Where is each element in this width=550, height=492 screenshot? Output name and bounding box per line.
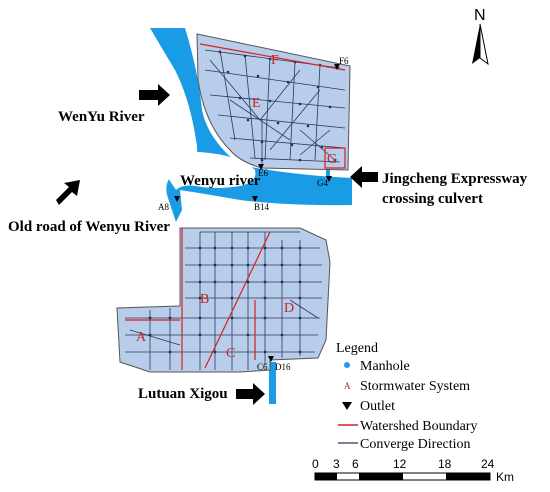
- outlet-label-c6: C6: [257, 362, 268, 372]
- label-wenyu-river-main: WenYu River: [58, 109, 145, 125]
- scale-tick-6: 6: [352, 457, 359, 471]
- scale-tick-12: 12: [393, 457, 407, 471]
- stormwater-system-symbol-icon: A: [344, 381, 351, 391]
- scale-bar-seg-5: [446, 473, 490, 480]
- north-arrow-icon: [472, 24, 480, 64]
- system-label-f: F: [271, 53, 279, 68]
- manhole-symbol-icon: [344, 362, 350, 368]
- label-old-road: Old road of Wenyu River: [8, 219, 170, 235]
- system-label-a: A: [136, 330, 147, 345]
- label-jingcheng-line2: crossing culvert: [382, 191, 483, 207]
- south-catchment-area: [116, 227, 331, 373]
- arrow-old-road: [56, 180, 80, 205]
- system-label-d: D: [284, 301, 294, 316]
- label-jingcheng-line1: Jingcheng Expressway: [382, 171, 528, 187]
- north-arrow-icon-outline: [479, 23, 489, 66]
- scale-unit: Km: [496, 470, 514, 484]
- wenyu-river-loop: [165, 151, 256, 190]
- outlet-marker-e6: [258, 164, 264, 170]
- scale-bar-seg-3: [359, 473, 403, 480]
- outlet-marker-g4: [326, 176, 332, 182]
- scale-tick-24: 24: [481, 457, 495, 471]
- scale-bar-seg-1: [315, 473, 337, 480]
- scale-tick-0: 0: [312, 457, 319, 471]
- outlet-label-g4: G4: [317, 178, 328, 188]
- legend-boundary-label: Watershed Boundary: [360, 419, 477, 434]
- south-catchment: [116, 227, 331, 373]
- scale-tick-3: 3: [333, 457, 340, 471]
- system-label-g: G: [327, 152, 337, 167]
- outlet-label-d16: D16: [275, 362, 291, 372]
- north-arrow: N: [472, 7, 489, 66]
- legend-title: Legend: [336, 341, 378, 356]
- outlet-marker-b14: [252, 196, 258, 202]
- north-catchment: [196, 33, 351, 171]
- river-layer: [150, 28, 352, 404]
- label-wenyu-river-inner: Wenyu river: [180, 173, 261, 189]
- outlet-label-a8: A8: [158, 202, 169, 212]
- outlet-marker-c6: [268, 356, 274, 362]
- label-lutuan-xigou: Lutuan Xigou: [138, 386, 228, 402]
- outlet-label-b14: B14: [254, 202, 270, 212]
- lutuan-xigou-channel: [269, 362, 276, 404]
- arrow-jingcheng: [350, 166, 378, 188]
- legend: Legend Manhole A Stormwater System Outle…: [336, 341, 477, 452]
- system-labels: A B C D E F G: [136, 53, 337, 361]
- jingcheng-culvert: [326, 165, 330, 179]
- outlets: F6 E6 G4 A8 B14 C6 D16: [158, 56, 349, 372]
- scale-tick-18: 18: [438, 457, 452, 471]
- south-boundaries: [125, 228, 271, 370]
- outlet-marker-a8: [174, 196, 180, 202]
- north-boundaries: [199, 43, 346, 169]
- system-label-c: C: [226, 346, 235, 361]
- legend-manhole-label: Manhole: [360, 359, 410, 374]
- outlet-label-e6: E6: [258, 168, 268, 178]
- north-label: N: [474, 7, 486, 24]
- legend-outlet-label: Outlet: [360, 399, 395, 414]
- outlet-symbol-icon: [342, 402, 352, 410]
- scale-bar: 0 3 6 12 18 24 Km: [312, 457, 514, 484]
- system-label-e: E: [252, 96, 261, 111]
- south-manholes: [148, 246, 302, 354]
- outlet-label-f6: F6: [339, 56, 349, 66]
- outlet-marker-f6: [334, 64, 340, 70]
- place-labels: WenYu River Wenyu river Old road of Weny…: [8, 109, 528, 402]
- legend-converge-label: Converge Direction: [360, 437, 471, 452]
- arrow-wenyu-river-main: [139, 84, 170, 106]
- system-label-b: B: [200, 292, 209, 307]
- legend-stormwater-label: Stormwater System: [360, 379, 470, 394]
- arrow-lutuan: [236, 383, 265, 405]
- annotation-arrows: [56, 84, 378, 405]
